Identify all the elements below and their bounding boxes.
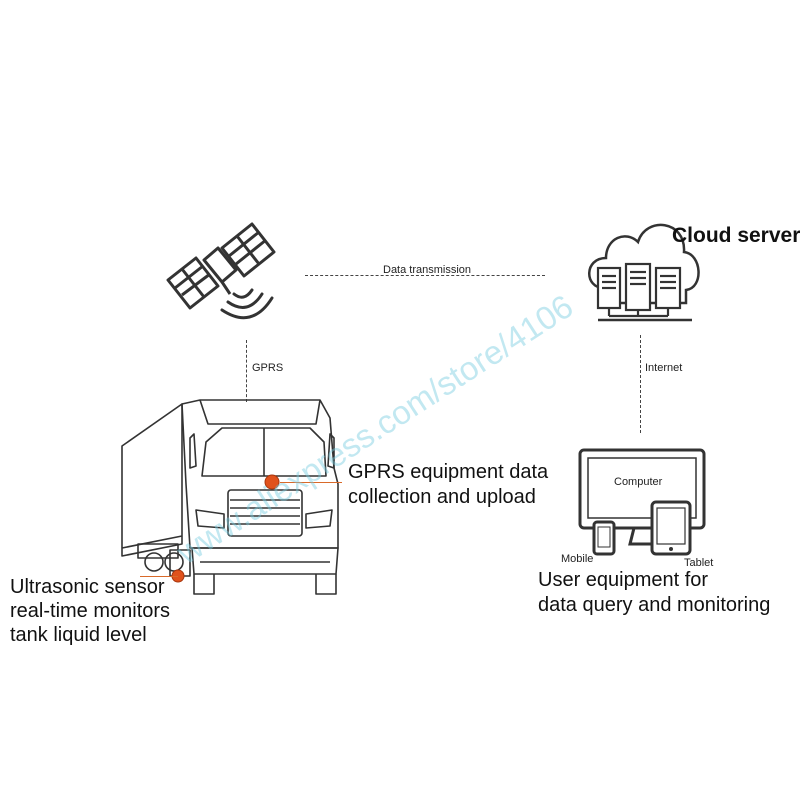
- tablet-icon: [650, 500, 692, 556]
- internet-line: [640, 335, 641, 433]
- user-equipment-label-line1: User equipment for: [538, 568, 708, 592]
- gprs-label: GPRS: [252, 362, 283, 374]
- mobile-label: Mobile: [561, 553, 593, 565]
- cloud-server-label: Cloud server: [672, 224, 800, 248]
- ultrasonic-sensor-label-line1: Ultrasonic sensor: [10, 575, 165, 599]
- data-transmission-label: Data transmission: [383, 264, 471, 276]
- internet-label: Internet: [645, 362, 682, 374]
- ultrasonic-sensor-label-line3: tank liquid level: [10, 623, 147, 647]
- mobile-icon: [592, 520, 616, 556]
- gprs-equipment-label-line1: GPRS equipment data: [348, 460, 548, 484]
- satellite-icon: [160, 208, 280, 323]
- gprs-equipment-label-line2: collection and upload: [348, 485, 536, 509]
- computer-label: Computer: [614, 476, 662, 488]
- gprs-line: [246, 340, 247, 402]
- ultrasonic-sensor-label-line2: real-time monitors: [10, 599, 170, 623]
- user-equipment-label-line2: data query and monitoring: [538, 593, 770, 617]
